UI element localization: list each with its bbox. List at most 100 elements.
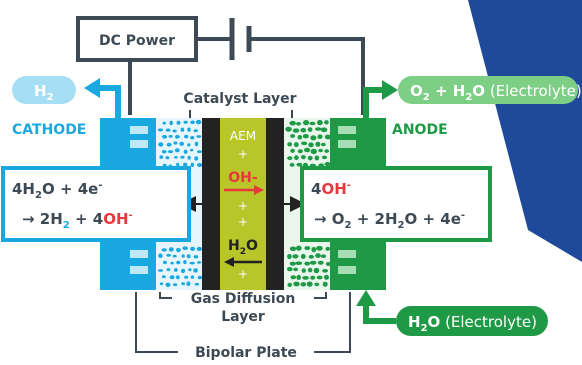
gdl-pore	[197, 275, 203, 280]
gdl-pore	[308, 142, 314, 148]
gdl-pore	[161, 275, 166, 279]
gdl-pore	[315, 253, 321, 258]
gdl-pore	[176, 120, 181, 125]
gdl-pore	[287, 142, 293, 147]
gdl-pore	[317, 119, 323, 126]
gas-diffusion-bracket	[159, 292, 327, 299]
anode-reaction-box	[300, 166, 492, 242]
water-input-pill	[396, 306, 548, 336]
catalyst-layer-pointers	[189, 110, 293, 118]
gdl-pore	[162, 134, 167, 139]
gdl-pore	[320, 254, 327, 258]
gas-diffusion-label-line2: Layer	[221, 309, 265, 325]
gdl-pore	[186, 281, 191, 287]
gdl-pore	[190, 162, 194, 167]
anode-plate-channels	[338, 126, 356, 274]
cathode-label: CATHODE	[12, 122, 86, 138]
gdl-pore	[310, 148, 317, 155]
gdl-pore	[173, 283, 178, 287]
gdl-pore	[324, 162, 331, 167]
gdl-pore	[324, 149, 330, 153]
gdl-pore	[293, 281, 300, 287]
gdl-pore	[187, 127, 191, 132]
gdl-pore	[309, 260, 317, 265]
gdl-pore	[183, 149, 188, 154]
anode-catalyst-layer	[266, 118, 284, 290]
gdl-pore	[289, 163, 295, 167]
gdl-pore	[311, 246, 317, 253]
gdl-pore	[290, 275, 297, 280]
gdl-pore	[301, 141, 308, 146]
gdl-pore	[300, 253, 306, 260]
gdl-pore	[180, 155, 185, 159]
gdl-pore	[173, 141, 178, 145]
gdl-pore	[187, 155, 191, 160]
gdl-pore	[296, 122, 301, 126]
gdl-pore	[183, 260, 187, 265]
gdl-pore	[297, 149, 303, 154]
gdl-pore	[315, 141, 321, 147]
gdl-pore	[159, 155, 164, 159]
gdl-pore	[165, 282, 171, 287]
gdl-pore	[190, 275, 195, 279]
gdl-pore	[300, 127, 307, 133]
gdl-pore	[161, 248, 167, 252]
dc-power-label: DC Power	[99, 33, 175, 49]
gdl-pore	[300, 282, 307, 287]
gdl-pore	[157, 128, 164, 132]
gdl-pore	[193, 268, 198, 273]
gdl-pore	[310, 275, 316, 280]
gdl-pore	[289, 261, 296, 266]
gdl-pore	[296, 162, 303, 167]
bipolar-plate-bracket	[135, 292, 351, 353]
gdl-pore	[301, 155, 306, 160]
gdl-pore	[166, 253, 172, 257]
aem-label: AEM	[230, 129, 256, 143]
gdl-pore	[303, 120, 310, 126]
gdl-pore	[187, 143, 191, 147]
gdl-pore	[190, 120, 195, 125]
gdl-pore	[186, 254, 191, 259]
gdl-pore	[297, 135, 303, 140]
cathode-gdl-pattern	[157, 119, 203, 287]
background-navy-shape	[468, 0, 582, 262]
gdl-pore	[294, 155, 299, 161]
cathode-reaction-line2: → 2H2 + 4OH-	[22, 210, 133, 231]
gdl-pore	[324, 274, 329, 280]
gdl-pore	[190, 246, 196, 251]
gdl-pore	[168, 247, 174, 252]
gdl-pore	[324, 134, 332, 140]
gdl-pore	[292, 128, 300, 133]
gdl-pore	[307, 267, 313, 273]
gdl-pore	[159, 282, 164, 286]
gdl-pore	[296, 245, 302, 251]
o2-output-arrowhead	[382, 80, 398, 100]
gdl-pore	[194, 141, 199, 147]
cathode-plate-channels	[130, 126, 148, 274]
gdl-pore	[306, 281, 313, 287]
membrane-plus: +	[238, 267, 248, 281]
anode-label: ANODE	[392, 122, 448, 138]
cathode-reaction-line1: 4H2O + 4e-	[12, 180, 103, 201]
gdl-pore	[314, 155, 320, 161]
gdl-pore	[314, 282, 320, 287]
gdl-pore	[172, 254, 177, 258]
gdl-pore	[309, 121, 316, 126]
anode-reaction-line1: 4OH-	[311, 180, 351, 198]
gdl-pore	[196, 163, 203, 167]
membrane-plus: +	[238, 147, 248, 161]
gdl-pore	[158, 253, 163, 258]
gdl-pore	[293, 267, 299, 272]
gdl-pore	[307, 127, 313, 132]
gdl-pore	[158, 142, 164, 147]
gdl-pore	[290, 134, 296, 138]
gdl-pore	[183, 120, 188, 124]
gdl-pore	[166, 268, 171, 272]
hydroxide-ion-arrowhead	[254, 185, 264, 195]
gdl-pore	[307, 155, 313, 161]
cathode-catalyst-layer	[202, 118, 220, 290]
gdl-pore	[173, 268, 178, 272]
gdl-pore	[179, 141, 185, 146]
gdl-pore	[194, 282, 200, 286]
membrane-plus: +	[238, 215, 248, 229]
